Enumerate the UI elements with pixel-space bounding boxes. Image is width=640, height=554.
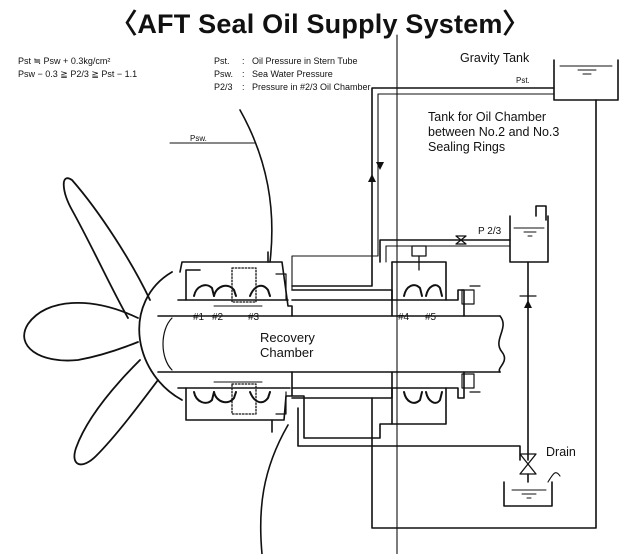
ring-label-2: #2 — [212, 312, 224, 323]
ring-label-3: #3 — [248, 312, 260, 323]
hull-outline-left — [239, 109, 273, 263]
p23-line — [379, 239, 511, 263]
fwd-flange-bottom — [461, 373, 475, 389]
aft-seal-housing — [177, 251, 293, 433]
recovery-chamber-label: Recovery Chamber — [260, 330, 315, 360]
oil-chamber-tank-system — [379, 205, 549, 461]
shaft — [157, 315, 506, 373]
ring-label-1: #1 — [193, 312, 205, 323]
oil-chamber-tank — [509, 215, 549, 263]
page-title: 〈AFT Seal Oil Supply System〉 — [110, 9, 530, 39]
fwd-seal-ring-5-top — [425, 284, 443, 297]
aft-seal-ring-2-top — [213, 284, 237, 297]
legend-symbol-psw: Psw. — [214, 69, 234, 79]
ring-label-4: #4 — [398, 312, 410, 323]
propeller-blade-upper — [62, 177, 151, 319]
drain-valve — [519, 453, 537, 465]
fwd-seal-ring-4-top — [403, 284, 423, 297]
hull-outline-lower — [259, 424, 289, 554]
legend-symbol-p23: P2/3 — [214, 82, 233, 92]
recovery-chamber-bottom — [231, 383, 257, 415]
pst-label: Pst. — [516, 76, 530, 85]
legend-symbol-pst: Pst. — [214, 56, 230, 66]
legend-separator: : — [242, 56, 245, 66]
propeller-blade-lower — [73, 359, 159, 466]
gravity-tank — [553, 59, 619, 101]
aft-seal-ring-1-bottom — [193, 391, 215, 404]
aft-seal-ring-2-bottom — [213, 391, 237, 404]
legend-text-p23: Pressure in #2/3 Oil Chamber — [252, 82, 371, 92]
aft-oil-lines — [291, 395, 521, 461]
gravity-return — [371, 99, 597, 529]
propeller — [23, 177, 183, 466]
propeller-blade-left — [23, 302, 139, 362]
fwd-seal-housing — [391, 245, 481, 425]
legend-separator: : — [242, 82, 245, 92]
gravity-tank-label: Gravity Tank — [460, 51, 530, 65]
fwd-seal-ring-5-bottom — [425, 391, 443, 404]
aft-seal-ring-3-bottom — [249, 391, 271, 404]
legend-text-psw: Sea Water Pressure — [252, 69, 333, 79]
propeller-hub — [138, 271, 183, 401]
recovery-chamber-top — [231, 267, 257, 303]
aft-seal-ring-1-top — [193, 284, 215, 297]
oil-chamber-tank-label: Tank for Oil Chamber between No.2 and No… — [428, 110, 560, 154]
legend-separator: : — [242, 69, 245, 79]
formula-line-1: Pst ≒ Psw + 0.3kg/cm² — [18, 56, 111, 66]
valve-p23 — [455, 235, 467, 245]
formula-line-2: Psw − 0.3 ≧ P2/3 ≧ Pst − 1.1 — [18, 69, 138, 79]
flow-arrows — [368, 162, 532, 308]
ring-label-5: #5 — [425, 312, 437, 323]
drain-system — [503, 453, 561, 507]
fwd-seal-ring-4-bottom — [403, 391, 423, 404]
legend-text-pst: Oil Pressure in Stern Tube — [252, 56, 358, 66]
gravity-tank-system — [291, 59, 619, 529]
gravity-line — [291, 87, 555, 287]
aft-seal-ring-3-top — [249, 284, 271, 297]
drain-tank — [503, 481, 553, 507]
p23-label: P 2/3 — [478, 226, 502, 237]
drain-label: Drain — [546, 445, 576, 459]
psw-label: Psw. — [190, 134, 207, 143]
fwd-flange-top — [461, 289, 475, 305]
fwd-seal-cap — [411, 245, 427, 257]
